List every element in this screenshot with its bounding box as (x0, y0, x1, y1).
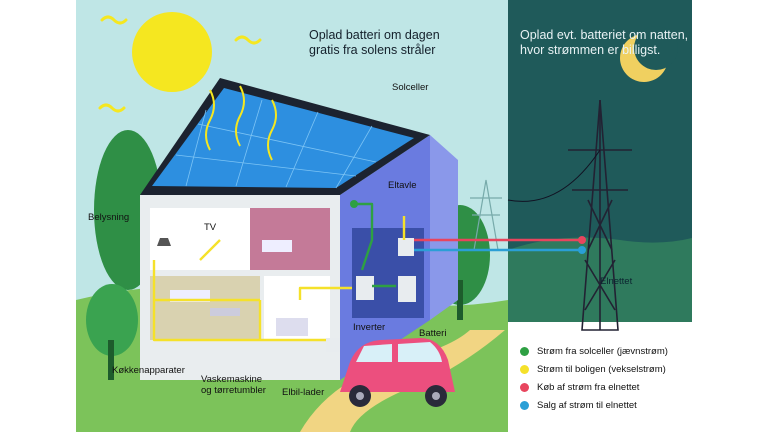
label-lighting: Belysning (88, 212, 130, 223)
night-caption: Oplad evt. batteriet om natten, hvor str… (520, 28, 688, 58)
switchboard-box (398, 238, 414, 256)
room-kitchen (150, 276, 260, 340)
label-inverter: Inverter (353, 322, 386, 333)
legend: Strøm fra solceller (jævnstrøm) Strøm ti… (520, 342, 668, 414)
battery-box (398, 276, 416, 302)
legend-label-sell: Salg af strøm til elnettet (537, 399, 637, 411)
sun-rays (205, 85, 277, 161)
legend-item-ac: Strøm til boligen (vekselstrøm) (520, 360, 668, 378)
inverter-box (356, 276, 374, 300)
buy-node (578, 236, 586, 244)
car-icon (340, 338, 455, 407)
label-grid: Elnettet (600, 276, 633, 287)
day-caption: Oplad batteri om dagen gratis fra solens… (309, 28, 440, 58)
legend-label-dc: Strøm fra solceller (jævnstrøm) (537, 345, 668, 357)
solar-grid (175, 99, 377, 189)
label-ev-charger: Elbil-lader (282, 387, 325, 398)
dc-node (350, 200, 358, 208)
legend-item-buy: Køb af strøm fra elnettet (520, 378, 668, 396)
legend-dot-red (520, 382, 529, 392)
label-washer-line2: og tørretumbler (201, 385, 266, 396)
power-line (507, 149, 601, 202)
legend-dot-yellow (520, 364, 529, 374)
ev-charger-box (326, 338, 340, 352)
ac-distribution (152, 239, 352, 342)
legend-label-ac: Strøm til boligen (vekselstrøm) (537, 363, 666, 375)
moon-icon (620, 26, 678, 82)
solar-panels (152, 88, 414, 188)
house-side-edge (430, 135, 458, 320)
legend-label-buy: Køb af strøm fra elnettet (537, 381, 640, 393)
lamp-icon (157, 238, 171, 246)
legend-item-dc: Strøm fra solceller (jævnstrøm) (520, 342, 668, 360)
label-switchboard: Eltavle (388, 180, 417, 191)
label-tv: TV (204, 222, 217, 233)
label-battery: Batteri (419, 328, 447, 339)
legend-item-sell: Salg af strøm til elnettet (520, 396, 668, 414)
sell-node (578, 246, 586, 254)
table (210, 308, 240, 316)
label-washer-line1: Vaskemaskine (201, 374, 263, 385)
label-washer: Vaskemaskine og tørretumbler (201, 374, 266, 396)
day-caption-line1: Oplad batteri om dagen (309, 28, 440, 42)
label-kitchen-appliances: Køkkenapparater (112, 365, 185, 376)
legend-dot-blue (520, 400, 529, 410)
washing-machine (276, 318, 308, 336)
room-living-right (250, 208, 330, 270)
sofa (262, 240, 292, 252)
night-caption-line1: Oplad evt. batteriet om natten, (520, 28, 689, 42)
label-solar-panels: Solceller (392, 82, 429, 93)
legend-dot-green (520, 346, 529, 356)
dc-line (355, 202, 374, 271)
night-caption-line2: hvor strømmen er billigst. (520, 43, 661, 57)
day-caption-line2: gratis fra solens stråler (309, 43, 436, 57)
